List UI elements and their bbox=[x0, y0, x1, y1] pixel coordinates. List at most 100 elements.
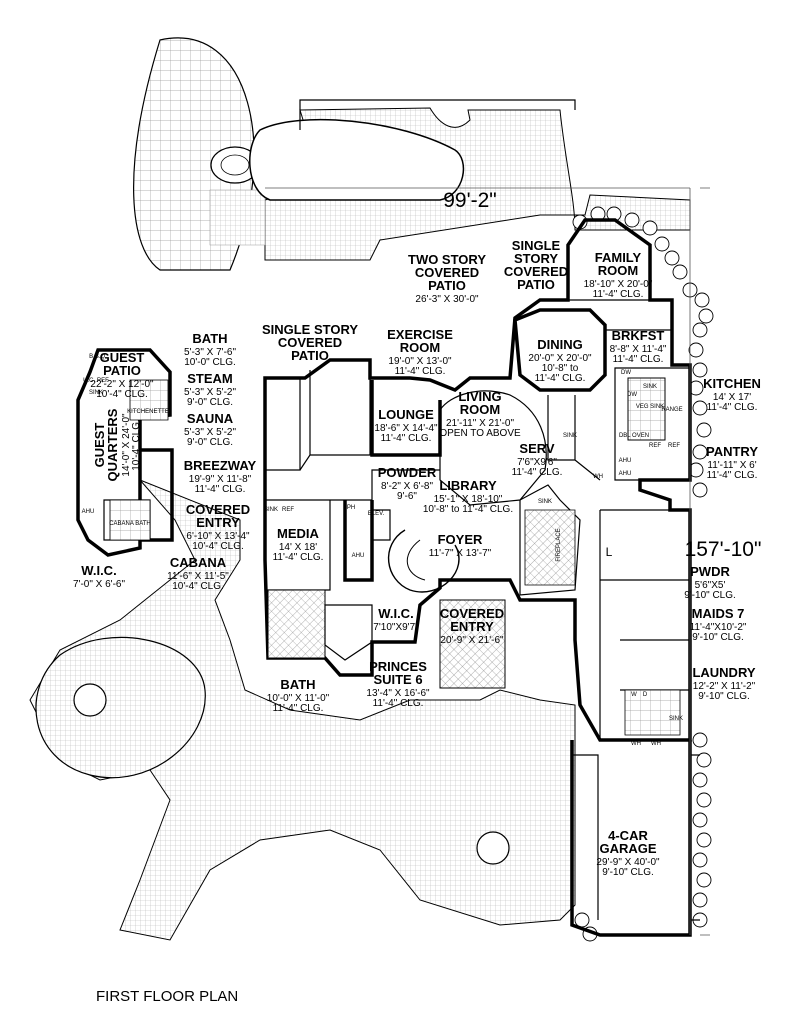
room-maids: MAIDS 711'-4"X10'-2"9'-10" CLG. bbox=[690, 606, 747, 643]
shrub bbox=[654, 236, 670, 252]
room-size: 19'-0" X 13'-0" bbox=[388, 356, 452, 367]
room-name: BRKFST bbox=[612, 328, 665, 343]
covered-entry-floor bbox=[439, 599, 506, 689]
room-name: COVERED bbox=[186, 502, 250, 517]
room-clg: 11'-4" CLG. bbox=[395, 366, 446, 377]
room-note: OPEN TO ABOVE bbox=[439, 428, 521, 439]
room-size: 7'-0" X 6'-6" bbox=[73, 579, 126, 590]
dining-walls bbox=[513, 308, 607, 392]
shrub bbox=[672, 264, 688, 280]
fixture-label: VEG SINK bbox=[636, 404, 664, 410]
room-clg: 10'-4" CLG. bbox=[172, 581, 224, 592]
shrub bbox=[688, 342, 704, 358]
room-clg: 11'-4" CLG. bbox=[707, 402, 758, 413]
room-size: 29'-9" X 40'-0" bbox=[596, 857, 660, 868]
room-name: LIVING bbox=[458, 389, 501, 404]
room-clg: 11'-4" CLG. bbox=[273, 552, 324, 563]
fixture-label: SINK bbox=[643, 384, 657, 390]
room-name: SAUNA bbox=[187, 411, 234, 426]
room-name: LIBRARY bbox=[439, 478, 497, 493]
shrub bbox=[692, 482, 708, 498]
room-name: BATH bbox=[192, 331, 227, 346]
room-name: TWO STORY bbox=[408, 252, 486, 267]
fixture-label: SINK bbox=[563, 433, 577, 439]
fixture-label: ELEV. bbox=[368, 511, 385, 517]
guest-house-walls bbox=[76, 348, 172, 557]
fixture-label: RANGE bbox=[661, 407, 682, 413]
room-clg: 11'-4" CLG. bbox=[512, 467, 563, 478]
room-size: 15'-1" X 18'-10" bbox=[434, 494, 503, 505]
room-clg: 11'-4" CLG. bbox=[593, 289, 644, 300]
fixture-label: D bbox=[643, 692, 648, 698]
room-size: 5'-3" X 5'-2" bbox=[184, 427, 237, 438]
room-name: SUITE 6 bbox=[373, 672, 422, 687]
room-clg: 10'-8" to bbox=[542, 363, 579, 374]
fixture-label: CABANA BATH bbox=[109, 521, 151, 527]
shrub bbox=[696, 422, 712, 438]
shrub bbox=[664, 250, 680, 266]
fixture-label: REF bbox=[649, 443, 661, 449]
room-name: SINGLE STORY bbox=[262, 322, 358, 337]
shrub bbox=[692, 362, 708, 378]
room-name: COVERED bbox=[415, 265, 479, 280]
room-clg: 11'-4" CLG. bbox=[381, 433, 432, 444]
room-size: 13'-4" X 16'-6" bbox=[366, 688, 430, 699]
fixture-label: DBL OVEN bbox=[619, 433, 649, 439]
shrub bbox=[624, 212, 640, 228]
fixture-label: SINK bbox=[264, 507, 278, 513]
fixture-label: B.B.Q. bbox=[89, 354, 107, 360]
room-name: W.I.C. bbox=[81, 563, 116, 578]
room-size: 8'-2" X 6'-8" bbox=[381, 481, 434, 492]
library-shelving bbox=[524, 509, 576, 586]
room-name: ROOM bbox=[400, 340, 440, 355]
room-size: 8'-8" X 11'-4" bbox=[610, 344, 667, 355]
laundry-floor bbox=[624, 689, 681, 736]
fixture-label: DW bbox=[627, 392, 637, 398]
room-clg: 11'-4" CLG. bbox=[373, 698, 424, 709]
room-size: 14' X 18' bbox=[279, 542, 317, 553]
shrub bbox=[692, 772, 708, 788]
room-name: COVERED bbox=[278, 335, 342, 350]
room-clg: 10'-4" CLG. bbox=[96, 389, 148, 400]
room-size: 14'-0" X 24'-0" bbox=[121, 413, 132, 477]
room-size: 14' X 17' bbox=[713, 392, 751, 403]
shrub bbox=[692, 732, 708, 748]
room-size: 21'-11" X 21'-0" bbox=[446, 418, 514, 429]
exterior-paving bbox=[29, 37, 691, 941]
room-clg: 9'-6" bbox=[397, 491, 417, 502]
kitchen-island bbox=[627, 377, 666, 441]
shrub bbox=[696, 792, 712, 808]
room-clg: 9'-0" CLG. bbox=[187, 397, 233, 408]
shrub bbox=[692, 852, 708, 868]
shrub bbox=[696, 872, 712, 888]
room-size: 7'10"X9'7" bbox=[373, 622, 419, 633]
room-name: FAMILY bbox=[595, 250, 642, 265]
room-size: 11'-4"X10'-2" bbox=[690, 622, 747, 633]
room-clg: 11'-4" CLG. bbox=[535, 373, 586, 384]
room-name: PANTRY bbox=[706, 444, 758, 459]
room-name: COVERED bbox=[440, 606, 504, 621]
fixture-label: FIREPLACE bbox=[556, 528, 562, 561]
shrub bbox=[692, 812, 708, 828]
fixture-label: KITCHENETTE bbox=[127, 409, 169, 415]
room-size: 20'-0" X 20'-0" bbox=[528, 353, 592, 364]
fixture-label: SINK bbox=[89, 390, 103, 396]
overall-depth-dimension: 157'-10" bbox=[685, 538, 762, 561]
room-size: 18'-10" X 20'-0" bbox=[584, 279, 653, 290]
room-name: CABANA bbox=[170, 555, 227, 570]
room-size: 7'6"X9'6" bbox=[517, 457, 557, 468]
room-clg: 10'-4" CLG. bbox=[131, 419, 142, 471]
room-size: 18'-6" X 14'-4" bbox=[374, 423, 438, 434]
